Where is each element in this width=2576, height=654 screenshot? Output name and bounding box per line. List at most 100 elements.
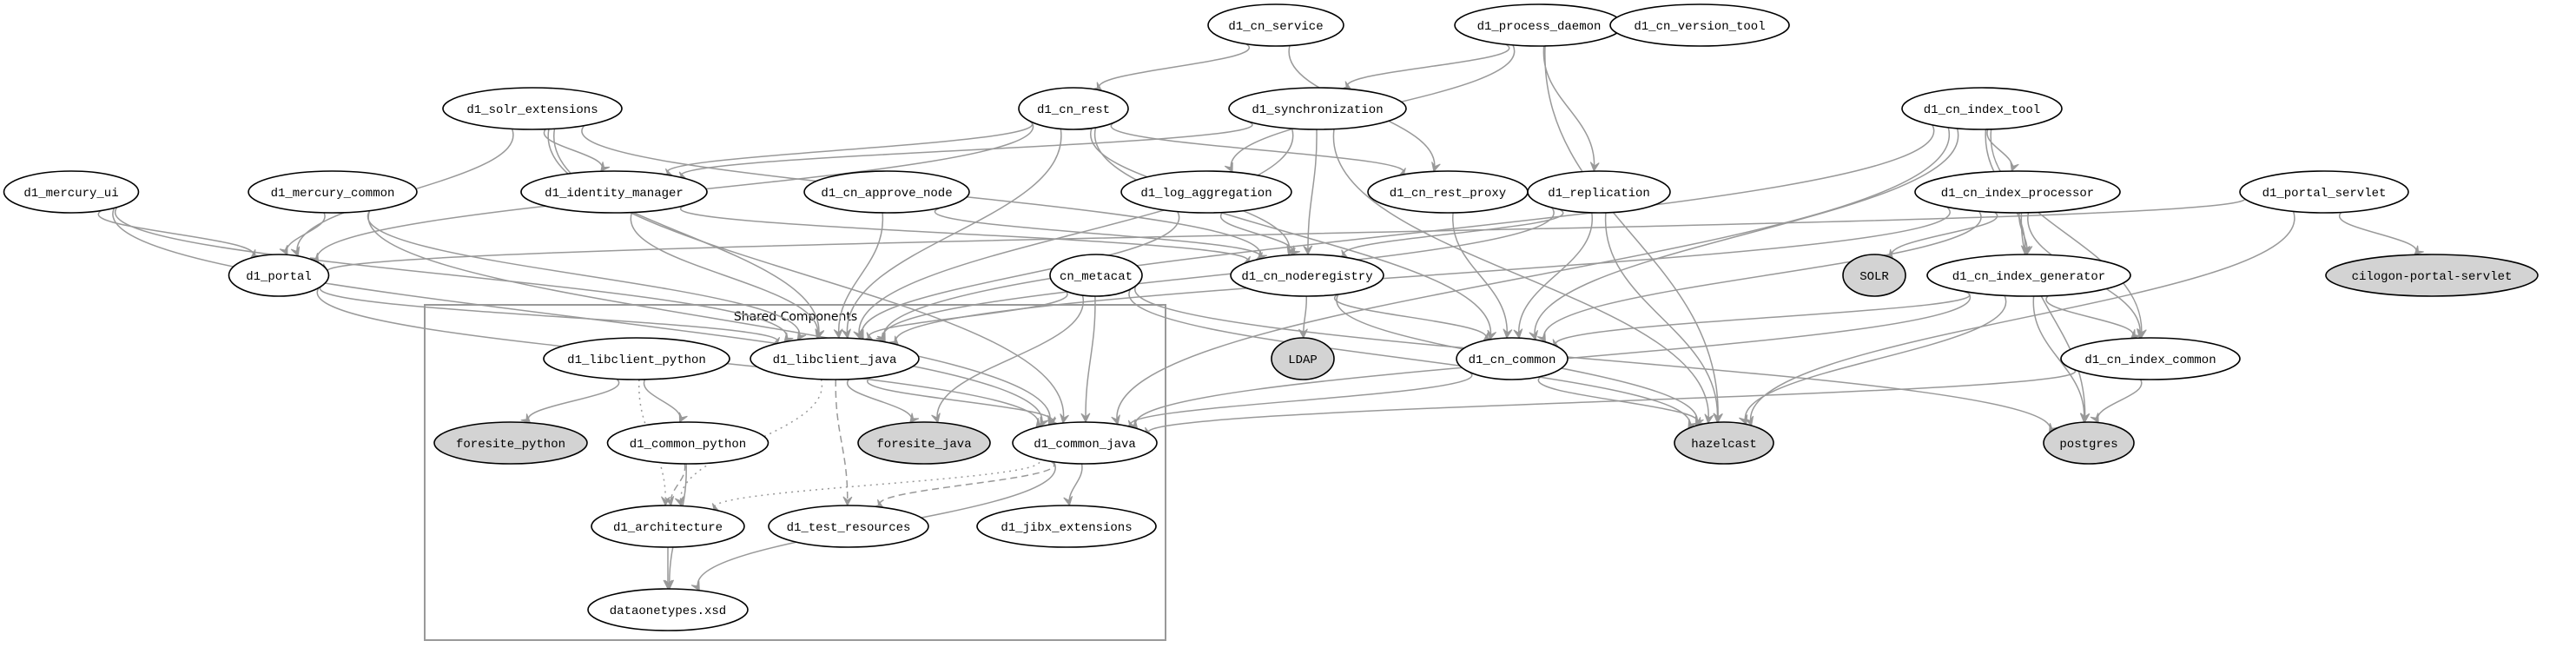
arrowhead-d1-libclient-java-to-foresite-java bbox=[909, 413, 920, 424]
node-ellipse bbox=[857, 421, 991, 465]
node-label: d1_identity_manager bbox=[545, 187, 684, 201]
node-foresite-python[interactable]: foresite_python bbox=[433, 421, 588, 465]
node-d1-cn-rest[interactable]: d1_cn_rest bbox=[1018, 87, 1129, 130]
arrowhead-d1-solr-extensions-to-d1-identity-manager bbox=[600, 162, 611, 173]
node-ellipse bbox=[1049, 254, 1143, 297]
edge-d1-cn-index-generator-to-postgres bbox=[2032, 295, 2085, 423]
node-d1-libclient-java[interactable]: d1_libclient_java bbox=[750, 337, 920, 380]
edge-d1-libclient-java-to-d1-common-java bbox=[867, 376, 1054, 426]
node-label: d1_cn_noderegistry bbox=[1241, 270, 1372, 284]
node-d1-process-daemon[interactable]: d1_process_daemon bbox=[1454, 3, 1624, 47]
edge-d1-portal-servlet-to-d1-portal bbox=[327, 196, 2246, 274]
edge-d1-cn-index-tool-to-d1-cn-index-common bbox=[1990, 129, 2143, 339]
edge-d1-log-aggregation-to-d1-libclient-java bbox=[861, 211, 1180, 340]
node-d1-log-aggregation[interactable]: d1_log_aggregation bbox=[1120, 170, 1292, 214]
node-label: d1_test_resources bbox=[787, 521, 911, 535]
node-ellipse bbox=[768, 505, 929, 548]
edge-d1-cn-rest-proxy-to-d1-cn-common bbox=[1452, 212, 1508, 339]
node-solr[interactable]: SOLR bbox=[1842, 254, 1906, 297]
arrowhead-d1-cn-index-processor-to-d1-cn-common bbox=[1536, 332, 1546, 343]
node-ellipse bbox=[1674, 421, 1774, 465]
node-ellipse bbox=[1018, 87, 1129, 130]
node-label: hazelcast bbox=[1691, 438, 1757, 452]
node-d1-cn-noderegistry[interactable]: d1_cn_noderegistry bbox=[1230, 254, 1384, 297]
node-d1-mercury-ui[interactable]: d1_mercury_ui bbox=[3, 170, 140, 214]
node-d1-cn-version-tool[interactable]: d1_cn_version_tool bbox=[1609, 3, 1790, 47]
node-ldap[interactable]: LDAP bbox=[1271, 337, 1335, 380]
edge-d1-identity-manager-to-d1-cn-noderegistry bbox=[680, 204, 1249, 265]
node-d1-cn-rest-proxy[interactable]: d1_cn_rest_proxy bbox=[1367, 170, 1529, 214]
edge-d1-cn-index-tool-to-d1-common-java bbox=[1116, 127, 1950, 425]
node-ellipse bbox=[1842, 254, 1906, 297]
node-ellipse bbox=[2043, 421, 2135, 465]
node-label: d1_portal bbox=[246, 270, 312, 284]
edge-d1-mercury-common-to-d1-portal bbox=[286, 212, 326, 255]
node-label: d1_cn_common bbox=[1469, 353, 1556, 367]
node-label: postgres bbox=[2059, 438, 2117, 452]
node-cn-metacat[interactable]: cn_metacat bbox=[1049, 254, 1143, 297]
node-d1-cn-approve-node[interactable]: d1_cn_approve_node bbox=[803, 170, 970, 214]
node-ellipse bbox=[1230, 254, 1384, 297]
node-ellipse bbox=[1527, 170, 1671, 214]
edge-d1-cn-index-generator-to-d1-cn-common bbox=[1555, 290, 1971, 348]
node-label: d1_cn_rest bbox=[1037, 103, 1110, 117]
node-d1-test-resources[interactable]: d1_test_resources bbox=[768, 505, 929, 548]
node-d1-portal-servlet[interactable]: d1_portal_servlet bbox=[2239, 170, 2409, 214]
node-d1-mercury-common[interactable]: d1_mercury_common bbox=[248, 170, 418, 214]
node-ellipse bbox=[442, 87, 623, 130]
node-postgres[interactable]: postgres bbox=[2043, 421, 2135, 465]
edge-d1-portal-servlet-to-cilogon-portal-servlet bbox=[2338, 211, 2418, 255]
node-label: d1_cn_version_tool bbox=[1634, 20, 1765, 34]
node-ellipse bbox=[1120, 170, 1292, 214]
node-dataonetypes-xsd[interactable]: dataonetypes.xsd bbox=[587, 588, 749, 631]
node-d1-common-python[interactable]: d1_common_python bbox=[606, 421, 769, 465]
edge-d1-mercury-ui-to-d1-common-java bbox=[112, 208, 1043, 427]
node-hazelcast[interactable]: hazelcast bbox=[1674, 421, 1774, 465]
node-label: cilogon-portal-servlet bbox=[2352, 270, 2513, 284]
edge-d1-log-aggregation-to-d1-cn-noderegistry bbox=[1219, 212, 1294, 256]
node-ellipse bbox=[1914, 170, 2121, 214]
node-d1-identity-manager[interactable]: d1_identity_manager bbox=[520, 170, 708, 214]
node-ellipse bbox=[1207, 3, 1344, 47]
node-label: d1_log_aggregation bbox=[1140, 187, 1271, 201]
node-label: d1_libclient_java bbox=[773, 353, 897, 367]
nodes-layer: d1_cn_service d1_process_daemon d1_cn_vers… bbox=[3, 3, 2539, 631]
node-d1-common-java[interactable]: d1_common_java bbox=[1012, 421, 1158, 465]
edge-d1-cn-noderegistry-to-d1-cn-common bbox=[1334, 294, 1487, 342]
node-d1-jibx-extensions[interactable]: d1_jibx_extensions bbox=[976, 505, 1157, 548]
node-d1-cn-index-tool[interactable]: d1_cn_index_tool bbox=[1901, 87, 2063, 130]
node-d1-cn-index-processor[interactable]: d1_cn_index_processor bbox=[1914, 170, 2121, 214]
node-d1-architecture[interactable]: d1_architecture bbox=[591, 505, 745, 548]
node-d1-cn-service[interactable]: d1_cn_service bbox=[1207, 3, 1344, 47]
arrowhead-d1-common-python-to-d1-architecture bbox=[664, 495, 675, 507]
node-ellipse bbox=[228, 254, 330, 297]
node-d1-libclient-python[interactable]: d1_libclient_python bbox=[543, 337, 730, 380]
node-label: cn_metacat bbox=[1060, 270, 1133, 284]
node-label: d1_libclient_python bbox=[567, 353, 706, 367]
node-d1-cn-common[interactable]: d1_cn_common bbox=[1456, 337, 1569, 380]
edge-d1-common-java-to-d1-test-resources bbox=[879, 460, 1055, 509]
node-d1-synchronization[interactable]: d1_synchronization bbox=[1228, 87, 1407, 130]
node-d1-portal[interactable]: d1_portal bbox=[228, 254, 330, 297]
node-label: dataonetypes.xsd bbox=[610, 604, 726, 618]
arrowhead-d1-libclient-python-to-foresite-python bbox=[520, 413, 532, 424]
node-foresite-java[interactable]: foresite_java bbox=[857, 421, 991, 465]
node-ellipse bbox=[1901, 87, 2063, 130]
node-cilogon-portal-servlet[interactable]: cilogon-portal-servlet bbox=[2325, 254, 2539, 297]
node-d1-cn-index-common[interactable]: d1_cn_index_common bbox=[2060, 337, 2241, 380]
node-d1-solr-extensions[interactable]: d1_solr_extensions bbox=[442, 87, 623, 130]
node-d1-replication[interactable]: d1_replication bbox=[1527, 170, 1671, 214]
arrowhead-d1-solr-extensions-to-d1-portal bbox=[290, 246, 301, 257]
arrowhead-d1-cn-index-generator-to-hazelcast bbox=[1739, 414, 1748, 426]
arrowhead-d1-replication-to-hazelcast bbox=[1713, 413, 1723, 424]
edge-d1-solr-extensions-to-d1-identity-manager bbox=[543, 129, 604, 172]
node-label: d1_cn_rest_proxy bbox=[1390, 187, 1506, 201]
node-d1-cn-index-generator[interactable]: d1_cn_index_generator bbox=[1926, 254, 2131, 297]
arrowhead-d1-cn-index-tool-to-d1-common-java bbox=[1111, 414, 1120, 426]
edge-cn-metacat-to-postgres bbox=[1134, 285, 2051, 433]
arrowhead-d1-libclient-java-to-d1-architecture bbox=[674, 496, 684, 507]
node-label: d1_common_java bbox=[1034, 438, 1136, 452]
arrowhead-d1-replication-to-d1-cn-common bbox=[1513, 328, 1523, 340]
edge-d1-mercury-ui-to-d1-portal bbox=[97, 209, 254, 259]
node-ellipse bbox=[2325, 254, 2539, 297]
